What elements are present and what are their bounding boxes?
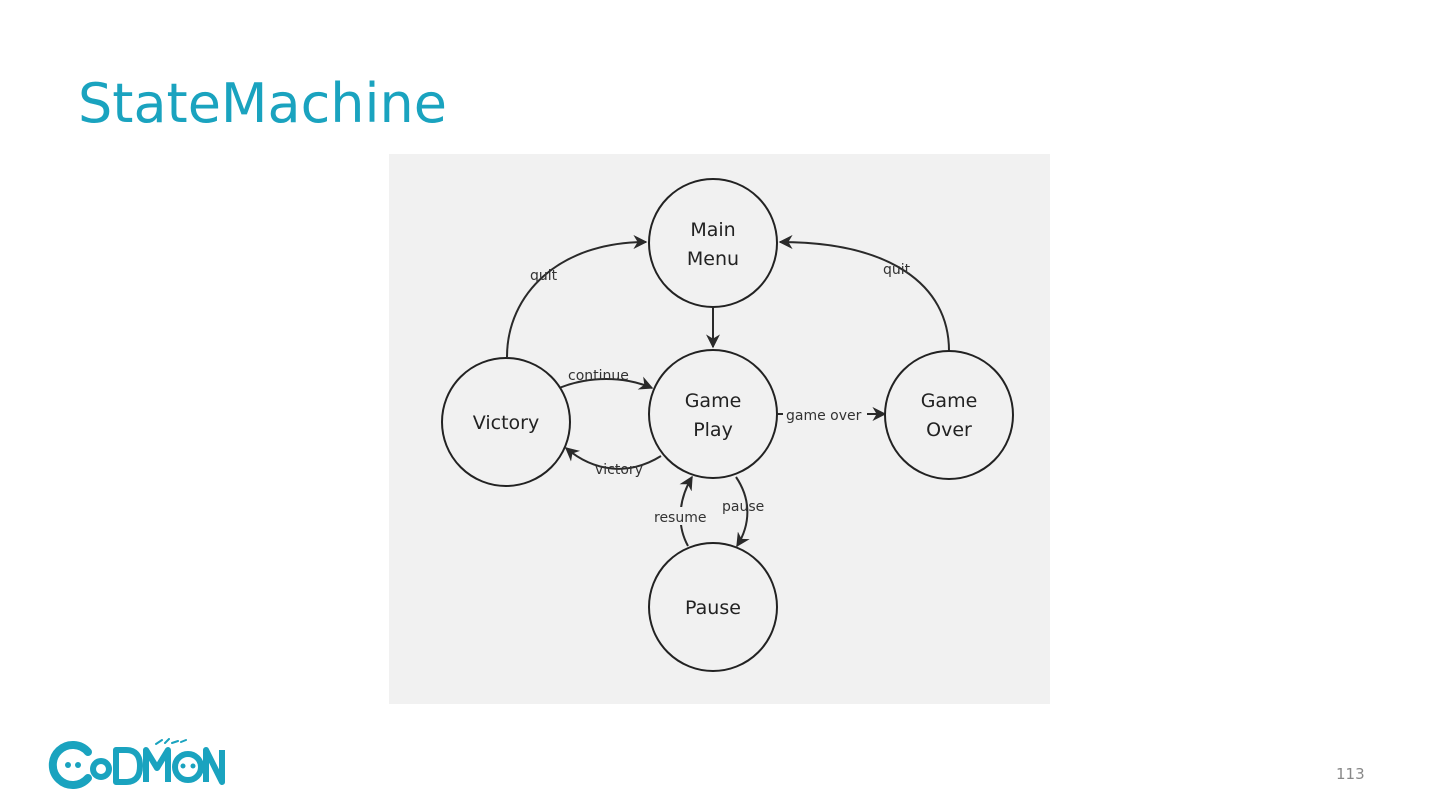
state-node-pause: Pause [648,542,778,672]
slide-title: StateMachine [78,72,447,135]
codmon-logo [48,738,228,790]
edge-game-play-to-pause: pause [722,476,764,548]
edge-label-pause: pause [722,499,764,515]
page-number: 113 [1336,765,1365,783]
codmon-logo-mark [48,738,225,789]
edge-victory-to-main-menu: quit [506,235,648,358]
state-machine-diagram: quit quit continue victory game over pau… [389,154,1050,704]
state-node-game-over: Game Over [884,350,1014,480]
edge-label-victory: victory [595,462,643,478]
edge-label-quit-right: quit [883,262,911,278]
edge-game-play-to-game-over: game over [778,403,887,424]
edge-label-quit-left: quit [530,268,558,284]
state-node-main-menu: Main Menu [648,178,778,308]
edge-label-game-over: game over [786,408,862,424]
state-node-victory: Victory [441,357,571,487]
edge-victory-to-game-play: continue [558,368,654,390]
node-label-victory: Victory [473,412,539,434]
node-label-main: Main [690,219,735,241]
node-label-pause: Pause [685,597,741,619]
node-label-game-over-line1: Game [921,390,978,412]
edge-game-over-to-main-menu: quit [778,235,950,352]
node-label-play: Play [693,419,733,441]
node-label-menu: Menu [687,248,739,270]
node-label-game-over-line2: Over [926,419,972,441]
diagram-canvas: quit quit continue victory game over pau… [441,178,1014,672]
node-label-game: Game [685,390,742,412]
state-node-game-play: Game Play [648,349,778,479]
edge-game-play-to-victory: victory [564,447,662,478]
edge-label-continue: continue [568,368,629,384]
edge-label-resume: resume [654,510,706,526]
edge-pause-to-game-play: resume [653,475,713,547]
